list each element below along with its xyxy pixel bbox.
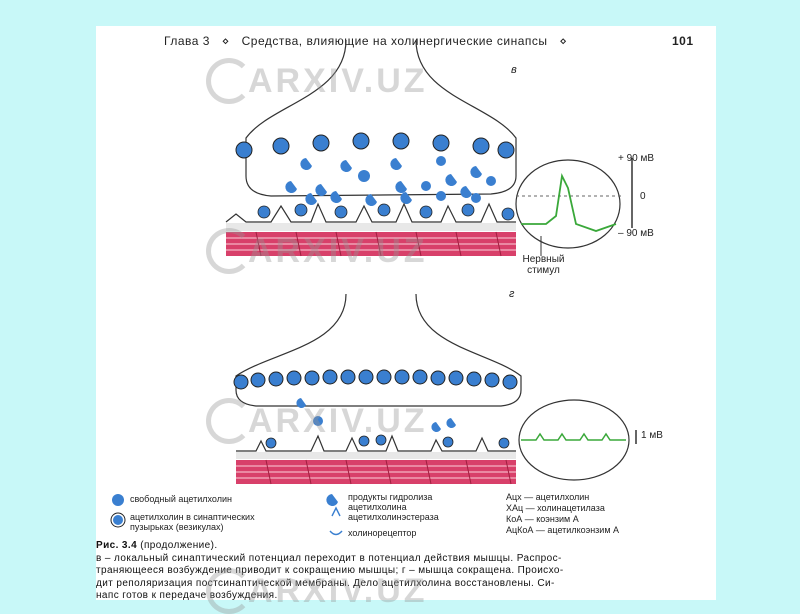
- legend-abbr-2: ХАц — холинацетилаза: [506, 503, 605, 513]
- watermark-logo-1: [206, 58, 252, 104]
- separator-left: ⋄: [221, 34, 230, 48]
- legend-receptor: холинорецептор: [348, 528, 417, 538]
- scale-zero-v: 0: [640, 191, 646, 202]
- scale-top-v: + 90 мВ: [618, 153, 655, 164]
- separator-right: ⋄: [559, 34, 568, 48]
- page-number: 101: [672, 34, 694, 48]
- panel-letter-v: в: [511, 64, 517, 76]
- running-header: Глава 3 ⋄ Средства, влияющие на холинерг…: [164, 34, 575, 48]
- vesicles-v: [235, 132, 515, 159]
- hydrolysis-products-g: [296, 398, 456, 432]
- legend-abbr-3: КоА — коэнзим А: [506, 514, 579, 524]
- legend-abbr-1: Ацх — ацетилхолин: [506, 492, 590, 502]
- trace-circle-v: [515, 159, 621, 249]
- resting-trace: [521, 432, 626, 441]
- muscle-fiber-g: [236, 459, 516, 485]
- header-title: Средства, влияющие на холинергические си…: [241, 34, 548, 48]
- legend-abbr-4: АцКоА — ацетилкоэнзим А: [506, 525, 620, 535]
- postsynaptic-membrane-g: [236, 434, 516, 452]
- membrane-vesicles-g: [265, 434, 510, 449]
- vesicles-g: [233, 369, 518, 390]
- watermark-3: ARXIV.UZ: [248, 402, 428, 440]
- scale-label-g: 1 мВ: [641, 430, 663, 441]
- watermark-2: ARXIV.UZ: [248, 232, 428, 270]
- legend-hydrolysis: продукты гидролиза ацетилхолина: [348, 492, 433, 512]
- caption-label: Рис. 3.4: [96, 540, 138, 551]
- synapse-figure: [110, 39, 637, 536]
- watermark-4: ARXIV.UZ: [248, 572, 428, 610]
- legend-ache: ацетилхолинэстераза: [348, 512, 439, 522]
- figure-caption: Рис. 3.4 (продолжение). в – локальный си…: [96, 540, 716, 603]
- nerve-terminal-v: [245, 39, 517, 197]
- synaptic-cleft-g: [236, 452, 516, 459]
- legend-vesicle-ach: ацетилхолин в синаптических пузырьках (в…: [130, 512, 255, 532]
- postsynaptic-membrane-v: [225, 202, 516, 223]
- caption-line-4: напс готов к передаче возбуждения.: [96, 590, 278, 601]
- trace-circle-g: [518, 399, 630, 481]
- scale-bottom-v: – 90 мВ: [618, 228, 654, 239]
- book-page: Глава 3 ⋄ Средства, влияющие на холинерг…: [96, 26, 716, 603]
- watermark-1: ARXIV.UZ: [248, 62, 428, 100]
- membrane-vesicles-v: [257, 203, 515, 221]
- stimulus-label: Нервный стимул: [522, 254, 565, 276]
- caption-line-3: дит реполяризация постсинаптической мемб…: [96, 577, 555, 589]
- watermark-logo-4: [206, 568, 252, 614]
- muscle-fiber-v: [226, 231, 516, 257]
- synaptic-cleft-v: [226, 223, 516, 231]
- released-acetylcholine-v: [285, 156, 496, 206]
- watermark-logo-3: [206, 398, 252, 444]
- action-potential-trace: [521, 173, 617, 232]
- caption-suffix: (продолжение).: [140, 540, 218, 551]
- chapter-label: Глава 3: [164, 34, 210, 48]
- caption-line-1: в – локальный синаптический потенциал пе…: [96, 552, 562, 564]
- legend-icons: [110, 494, 343, 536]
- caption-line-2: траняющееся возбуждение приводит к сокра…: [96, 565, 564, 576]
- panel-letter-g: г: [509, 288, 515, 300]
- nerve-terminal-g: [235, 293, 522, 407]
- watermark-logo-2: [206, 228, 252, 274]
- legend-free-ach: свободный ацетилхолин: [130, 494, 232, 504]
